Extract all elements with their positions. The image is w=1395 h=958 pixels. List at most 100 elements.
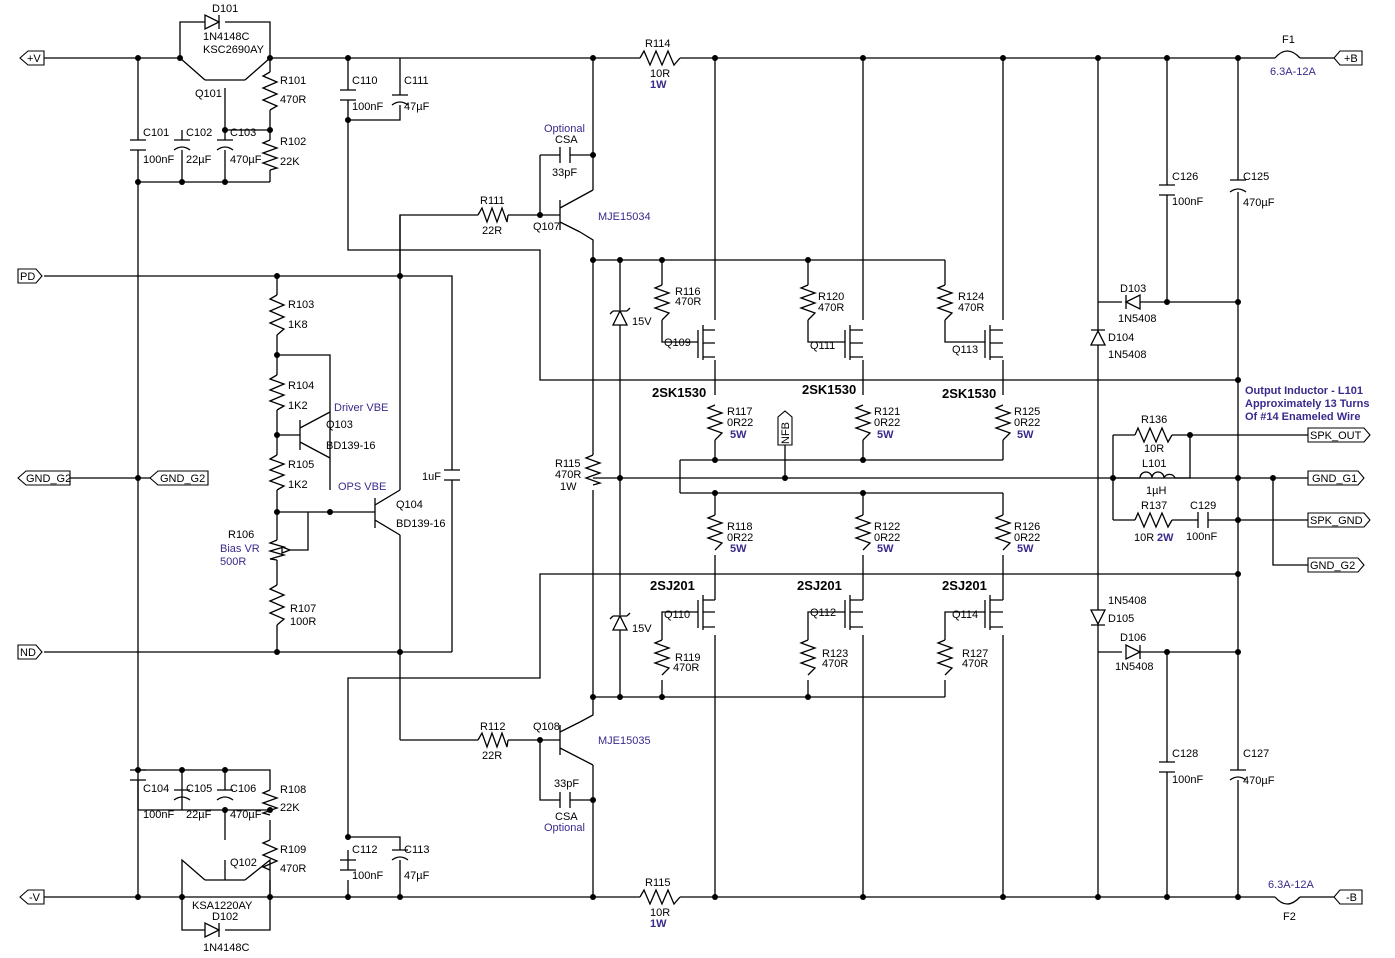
capacitor-c102 bbox=[173, 139, 191, 151]
port-flag-gnd-g2-mid bbox=[149, 470, 209, 486]
capacitor-c106 bbox=[216, 789, 234, 801]
label-csa-bot: CSA bbox=[555, 811, 578, 823]
label-r107-value: 100R bbox=[290, 616, 316, 628]
label-r115-mid-value: 470R bbox=[555, 469, 581, 481]
port-flag-vneg bbox=[19, 889, 45, 905]
mosfet-q113 bbox=[984, 325, 1003, 360]
label-d102-part: 1N4148C bbox=[203, 942, 250, 954]
label-r114-watt: 1W bbox=[650, 79, 667, 91]
capacitor-c101 bbox=[130, 139, 146, 151]
label-c101-value: 100nF bbox=[143, 154, 174, 166]
capacitor-c104 bbox=[130, 769, 146, 781]
label-c110-value: 100nF bbox=[352, 101, 383, 113]
label-d106: D106 bbox=[1120, 632, 1146, 644]
capacitor-c125 bbox=[1229, 179, 1247, 193]
resistor-r126 bbox=[994, 514, 1012, 551]
label-driver-vbe: Driver VBE bbox=[334, 402, 388, 414]
junction-dots bbox=[135, 55, 1276, 900]
fuse-f2 bbox=[1274, 896, 1301, 905]
label-l101: L101 bbox=[1142, 458, 1166, 470]
label-c128-value: 100nF bbox=[1172, 774, 1203, 786]
port-flag-nd bbox=[17, 644, 43, 660]
label-r115-mid: R115 bbox=[555, 458, 580, 470]
label-2sk1530-a: 2SK1530 bbox=[652, 385, 706, 400]
label-optional-bot: Optional bbox=[544, 822, 585, 834]
label-q108-part: MJE15035 bbox=[598, 735, 651, 747]
label-1uf: 1uF bbox=[422, 471, 441, 483]
resistor-r115-bottom bbox=[639, 888, 681, 906]
resistor-r109 bbox=[261, 839, 279, 871]
diode-d101 bbox=[204, 13, 221, 31]
resistor-r117 bbox=[706, 404, 724, 441]
resistor-r118 bbox=[706, 514, 724, 551]
label-r115-bot: R115 bbox=[645, 877, 670, 889]
capacitor-c129 bbox=[1197, 512, 1209, 528]
diode-d104 bbox=[1089, 329, 1107, 346]
label-r124-value: 470R bbox=[958, 302, 984, 314]
resistor-r104 bbox=[268, 374, 286, 411]
label-r108-value: 22K bbox=[280, 802, 300, 814]
label-q114: Q114 bbox=[952, 609, 978, 621]
label-q103-part: BD139-16 bbox=[326, 440, 376, 452]
bias-vr-wiper-arrow bbox=[281, 546, 292, 554]
label-c129-value: 100nF bbox=[1186, 531, 1217, 543]
label-r101: R101 bbox=[280, 75, 306, 87]
label-d105: D105 bbox=[1108, 613, 1134, 625]
capacitor-csa-top bbox=[559, 147, 571, 163]
label-d101: D101 bbox=[212, 3, 238, 15]
port-flag-vpos bbox=[19, 50, 45, 66]
label-r101-value: 470R bbox=[280, 94, 306, 106]
port-flags bbox=[17, 50, 1371, 905]
components bbox=[130, 13, 1301, 939]
label-q110: Q110 bbox=[664, 609, 690, 621]
resistor-r112 bbox=[477, 731, 509, 749]
label-33pf-bot: 33pF bbox=[554, 778, 579, 790]
label-r122-watt: 5W bbox=[877, 543, 894, 555]
capacitor-1uf bbox=[444, 469, 460, 481]
label-2sk1530-c: 2SK1530 bbox=[942, 386, 996, 401]
label-csa-top: CSA bbox=[555, 134, 578, 146]
resistor-r121 bbox=[854, 404, 872, 441]
capacitor-c105 bbox=[173, 789, 191, 801]
label-r104-value: 1K2 bbox=[288, 400, 308, 412]
transistor-q108 bbox=[559, 721, 594, 766]
label-r109-value: 470R bbox=[280, 863, 306, 875]
port-label-nfb: NFB bbox=[780, 422, 792, 444]
label-r117-value: 0R22 bbox=[727, 417, 753, 429]
resistor-r123 bbox=[799, 639, 817, 676]
resistor-r111 bbox=[477, 206, 509, 224]
label-c102-value: 22µF bbox=[186, 154, 212, 166]
label-r112-value: 22R bbox=[482, 750, 502, 762]
port-flag-nfb bbox=[777, 410, 793, 446]
label-c129: C129 bbox=[1190, 500, 1216, 512]
label-c106-value: 470µF bbox=[230, 809, 262, 821]
label-r122: R122 bbox=[874, 521, 900, 533]
diode-d105 bbox=[1089, 609, 1107, 626]
label-q101: Q101 bbox=[195, 88, 222, 100]
label-2sj201-c: 2SJ201 bbox=[942, 578, 987, 593]
label-r118-value: 0R22 bbox=[727, 532, 753, 544]
label-r125: R125 bbox=[1014, 406, 1040, 418]
label-r127: R127 bbox=[962, 648, 988, 660]
zener-15v-bot bbox=[609, 612, 631, 631]
label-r137: R137 bbox=[1141, 500, 1167, 512]
label-ops-vbe: OPS VBE bbox=[338, 481, 386, 493]
label-r102: R102 bbox=[280, 136, 306, 148]
resistor-r103 bbox=[268, 294, 286, 336]
resistor-r105 bbox=[268, 454, 286, 491]
label-optional-top: Optional bbox=[544, 123, 585, 135]
port-flag-gnd-g2-left bbox=[17, 470, 71, 486]
resistor-r101 bbox=[261, 71, 279, 111]
port-flag-bpos bbox=[1333, 50, 1363, 66]
label-r126-value: 0R22 bbox=[1014, 532, 1040, 544]
label-c112-value: 100nF bbox=[352, 870, 383, 882]
label-r114: R114 bbox=[645, 38, 670, 50]
port-flag-gnd-g2-right bbox=[1307, 557, 1365, 573]
label-c102: C102 bbox=[186, 127, 212, 139]
label-q107-part: MJE15034 bbox=[598, 211, 651, 223]
label-q109: Q109 bbox=[664, 337, 691, 349]
label-c125: C125 bbox=[1243, 171, 1269, 183]
label-l101-value: 1µH bbox=[1146, 485, 1166, 497]
label-r102-value: 22K bbox=[280, 156, 300, 168]
